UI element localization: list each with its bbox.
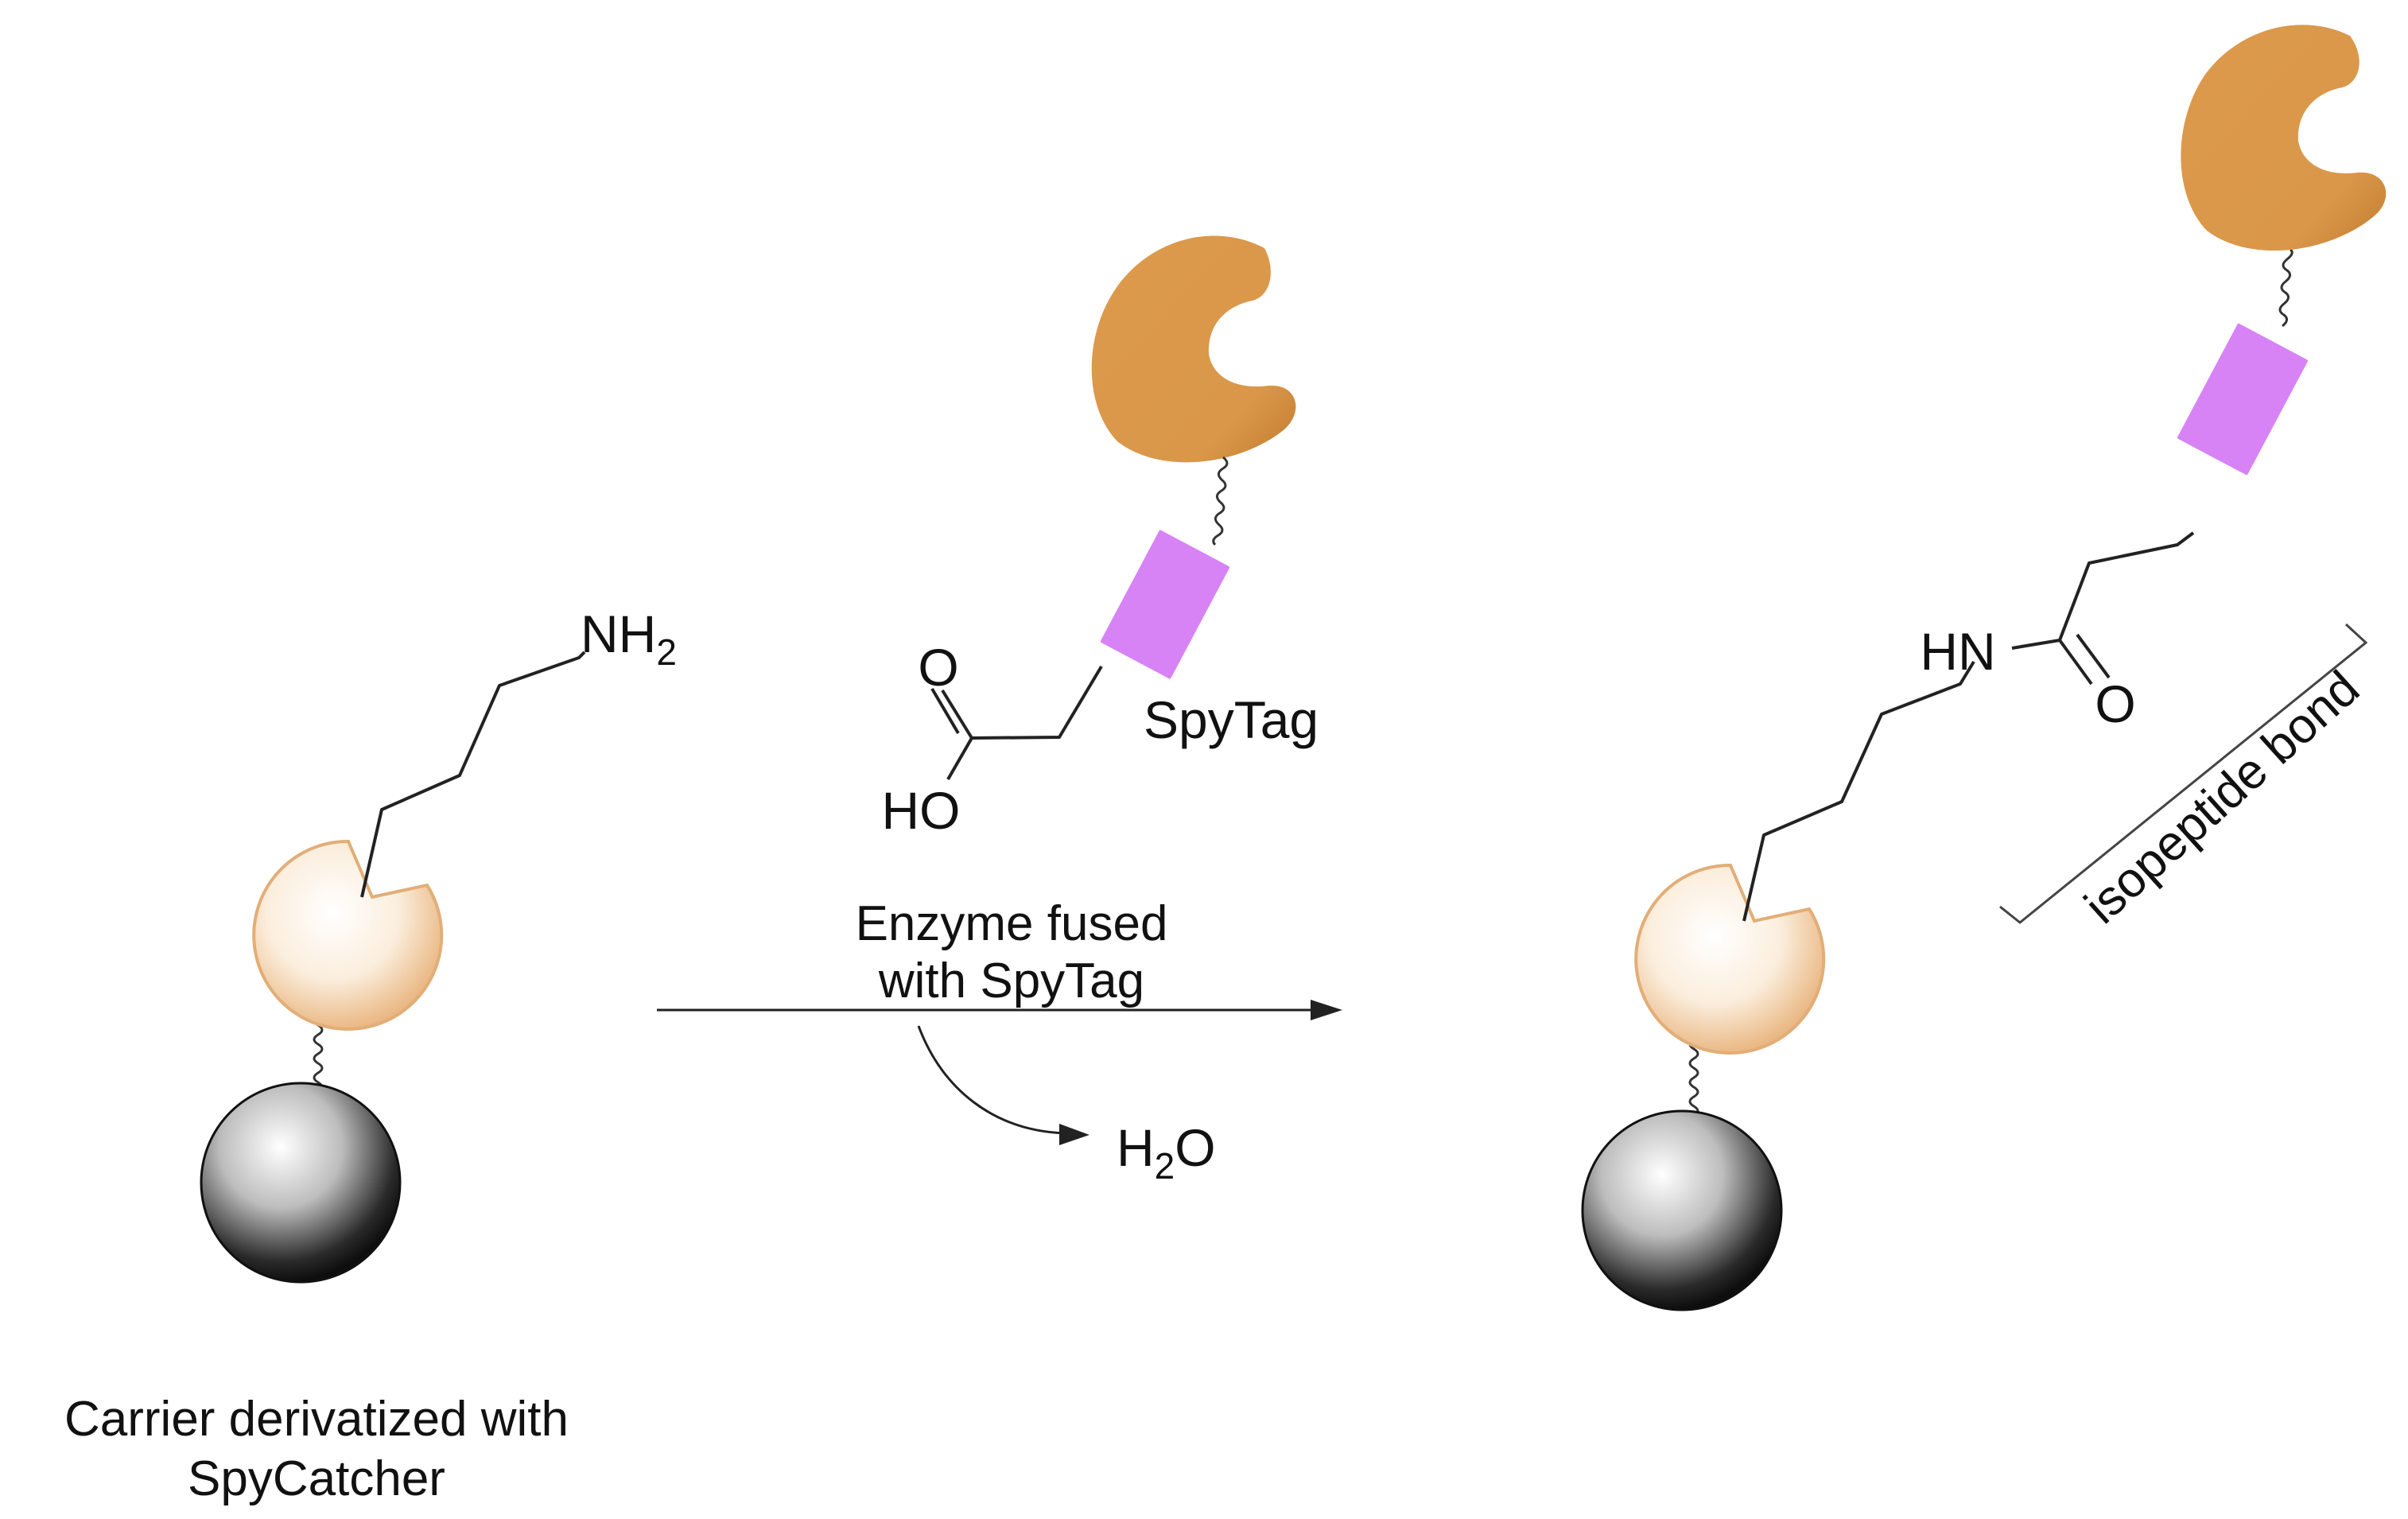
c-oh-bond <box>946 737 973 780</box>
spycatcher-right <box>1634 863 1826 1055</box>
nh2-label: NH2 <box>581 604 677 673</box>
water-label: H2O <box>1117 1118 1216 1187</box>
amide-c-o-bond-1 <box>2058 639 2093 686</box>
water-arrow-head <box>1059 1124 1089 1145</box>
spytag-block-middle <box>1100 530 1230 679</box>
product-o-label: O <box>2095 674 2135 733</box>
spytag-label: SpyTag <box>1144 690 1319 749</box>
spycatcher-left <box>252 839 444 1031</box>
carrier-bead-right <box>1581 1109 1783 1311</box>
enzyme-crescent-middle <box>1091 235 1296 463</box>
carrier-bead-left <box>200 1082 402 1284</box>
wavy-linker-right-top <box>2278 248 2293 328</box>
hn-label: HN <box>1920 622 1995 681</box>
o-atom-label: O <box>918 638 958 697</box>
enzyme-spytag-reagent: O HO SpyTag <box>882 235 1319 840</box>
arrow-label-line1: Enzyme fused <box>856 896 1168 951</box>
aspartate-chain <box>941 665 1103 740</box>
isopeptide-bracket <box>1999 623 2368 924</box>
c-o-double-bond <box>930 687 960 735</box>
product-conjugate: HN O isopeptide bond <box>1581 25 2387 1311</box>
arrow-head <box>1311 1000 1342 1020</box>
wavy-linker-middle <box>1212 456 1229 546</box>
carrier-label-line2: SpyCatcher <box>188 1451 445 1506</box>
lysine-chain-left <box>360 651 586 898</box>
ho-label: HO <box>882 781 961 840</box>
water-release-arrow <box>917 1025 1066 1135</box>
carrier-label-line1: Carrier derivatized with <box>64 1392 569 1447</box>
spytag-block-right <box>2177 323 2308 476</box>
enzyme-crescent-right <box>2181 25 2387 251</box>
arrow-label-line2: with SpyTag <box>878 954 1144 1008</box>
carrier-with-spycatcher: NH2 Carrier derivatized with SpyCatcher <box>64 604 677 1506</box>
lysine-chain-right <box>1742 660 1975 922</box>
wavy-linker-right <box>1688 1028 1699 1127</box>
reaction-arrow-group: Enzyme fused with SpyTag H2O <box>657 896 1342 1187</box>
isopeptide-chain <box>2011 531 2195 650</box>
amide-c-o-bond-2 <box>2076 633 2111 679</box>
